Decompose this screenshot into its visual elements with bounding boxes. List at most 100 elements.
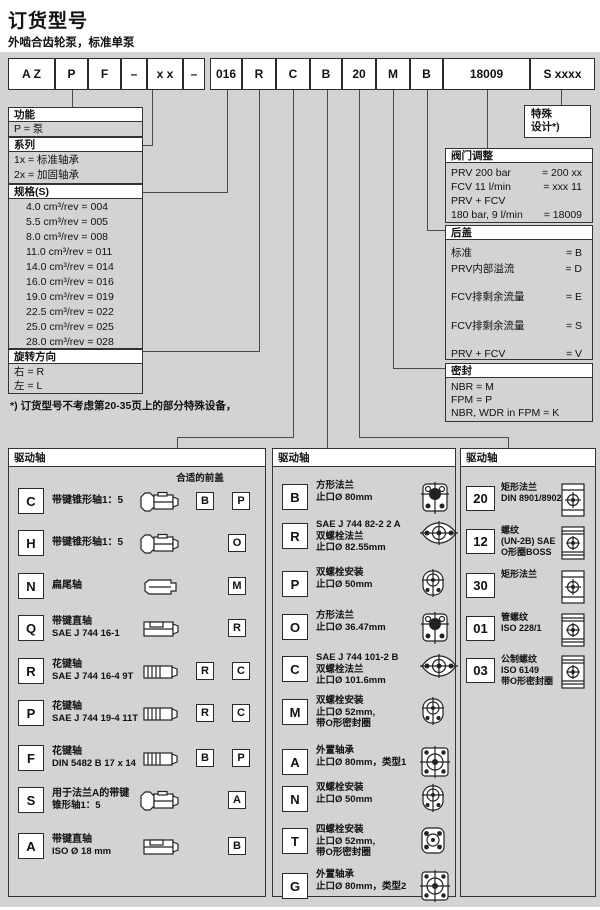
front-cover-option-box: A xyxy=(228,791,246,809)
order-code-cell: S xxxx xyxy=(530,58,595,90)
order-code-cell: A Z xyxy=(8,58,55,90)
port-label-line: 螺纹 xyxy=(501,525,520,535)
threaded-port-icon xyxy=(560,654,586,690)
option-line: 左 = L xyxy=(14,380,43,392)
flange-label-line: SAE J 744 101-2 B xyxy=(316,652,399,663)
port-label-line: 矩形法兰 xyxy=(501,569,538,579)
connector-line xyxy=(227,90,228,192)
valve-option-label: PRV 200 bar xyxy=(451,167,511,179)
flange-label: 双螺栓安装止口Ø 52mm,带O形密封圈 xyxy=(316,695,375,730)
valve-option-row: PRV 200 bar= 200 xx xyxy=(446,166,592,180)
port-code-box: 03 xyxy=(466,658,495,683)
front-cover-note: 合适的前盖 xyxy=(176,473,224,484)
order-code-cell: P xyxy=(55,58,88,90)
cover-option-row: PRV + FCV= V xyxy=(446,347,592,360)
option-panel-header: 功能 xyxy=(8,107,143,122)
splined-shaft-icon xyxy=(140,702,180,726)
flange-code-box: B xyxy=(282,484,308,510)
straight-keyed-shaft-icon xyxy=(140,617,180,641)
shaft-label-line: 带键直轴 xyxy=(52,834,92,846)
page-subtitle: 外啮合齿轮泵，标准单泵 xyxy=(8,37,135,49)
flange-label-line: 外置轴承 xyxy=(316,869,355,880)
connector-line xyxy=(487,90,488,148)
port-label: 矩形法兰 xyxy=(501,569,537,580)
shaft-label-line: 用于法兰A的带键 xyxy=(52,788,130,800)
option-line: 28.0 cm³/rev = 028 xyxy=(26,336,114,348)
order-code-cell: R xyxy=(242,58,276,90)
order-code-cell: C xyxy=(276,58,310,90)
option-line: 22.5 cm³/rev = 022 xyxy=(26,306,114,318)
square-flange-icon xyxy=(420,481,450,515)
port-label-line: 带O形密封圈 xyxy=(501,676,554,686)
flange-label-line: 双螺栓法兰 xyxy=(316,663,364,675)
port-label-line: ISO 228/1 xyxy=(501,623,542,633)
flange-code-box: N xyxy=(282,786,308,812)
seal-option-line: NBR, WDR in FPM = K xyxy=(451,407,560,419)
shaft-label-line: 锥形轴1：5 xyxy=(52,800,101,812)
port-label-line: 公制螺纹 xyxy=(501,654,538,664)
shaft-code-box: N xyxy=(18,573,44,599)
valve-option-label: FCV 11 l/min xyxy=(451,181,511,193)
external-bearing-flange-icon xyxy=(420,870,450,902)
order-code-cell: M xyxy=(376,58,410,90)
option-line: 14.0 cm³/rev = 014 xyxy=(26,261,114,273)
option-panel-header: 旋转方向 xyxy=(8,349,143,364)
option-panel-body: P = 泵 xyxy=(8,122,143,137)
order-code-cell: 016 xyxy=(210,58,242,90)
splined-shaft-icon xyxy=(140,747,180,771)
shaft-code-box: S xyxy=(18,787,44,813)
front-cover-option-box: B xyxy=(228,837,246,855)
flange-label: 外置轴承止口Ø 80mm，类型1 xyxy=(316,745,406,768)
valve-option-label: 180 bar, 9 l/min xyxy=(451,209,523,221)
two-bolt-flange-icon xyxy=(420,653,458,679)
cover-option-code: = V xyxy=(565,348,582,360)
tapered-keyed-shaft-icon xyxy=(140,490,180,514)
footnote: *) 订货型号不考虑第20-35页上的部分特殊设备， xyxy=(10,400,237,412)
connector-line xyxy=(427,90,428,230)
flange-code-box: G xyxy=(282,873,308,899)
flange-label-line: 止口Ø 101.6mm xyxy=(316,675,386,686)
special-design-box: 特殊设计*) xyxy=(524,105,591,138)
flange-label-line: 双螺栓安装 xyxy=(316,695,364,706)
shaft-label: 扁尾轴 xyxy=(52,572,82,600)
port-label-line: O形圈BOSS xyxy=(501,547,552,557)
shaft-code-box: Q xyxy=(18,615,44,641)
connector-line xyxy=(143,351,260,352)
flange-label: 四螺栓安装止口Ø 52mm,带O形密封圈 xyxy=(316,824,375,859)
connector-line xyxy=(143,192,228,193)
flange-label-line: 止口Ø 80mm，类型2 xyxy=(316,880,407,892)
front-cover-option-box: P xyxy=(232,492,250,510)
round-mount-icon xyxy=(420,783,446,813)
connector-line xyxy=(327,90,328,448)
shaft-label-line: 带键直轴 xyxy=(52,616,92,628)
cover-option-code: = B xyxy=(565,247,582,259)
front-cover-option-box: B xyxy=(196,492,214,510)
tapered-keyed-shaft-icon xyxy=(140,789,180,813)
port-table-header: 驱动轴 xyxy=(460,448,596,467)
page-title: 订货型号 xyxy=(8,11,89,32)
order-code-cell: 18009 xyxy=(443,58,530,90)
flange-port-icon xyxy=(560,482,586,518)
order-code-cell: B xyxy=(410,58,443,90)
seal-panel-header: 密封 xyxy=(445,363,593,378)
flange-code-box: A xyxy=(282,749,308,775)
valve-option-code: = 18009 xyxy=(543,209,582,221)
connector-line xyxy=(393,368,445,369)
shaft-label-line: 花键轴 xyxy=(52,746,82,758)
seal-option-line: NBR = M xyxy=(451,381,494,393)
cover-option-label: 标准 xyxy=(451,247,472,259)
shaft-label: 用于法兰A的带键锥形轴1：5 xyxy=(52,786,129,814)
connector-line xyxy=(427,230,445,231)
flange-code-box: M xyxy=(282,699,308,725)
shaft-label-line: SAE J 744 16-1 xyxy=(52,628,120,640)
flange-label-line: 方形法兰 xyxy=(316,480,355,491)
cover-option-label: FCV排剩余流量 xyxy=(451,291,525,303)
flange-label-line: 止口Ø 52mm, xyxy=(316,835,376,847)
flange-label-line: 四螺栓安装 xyxy=(316,824,364,835)
shaft-code-box: P xyxy=(18,700,44,726)
flange-label-line: 双螺栓安装 xyxy=(316,567,364,578)
